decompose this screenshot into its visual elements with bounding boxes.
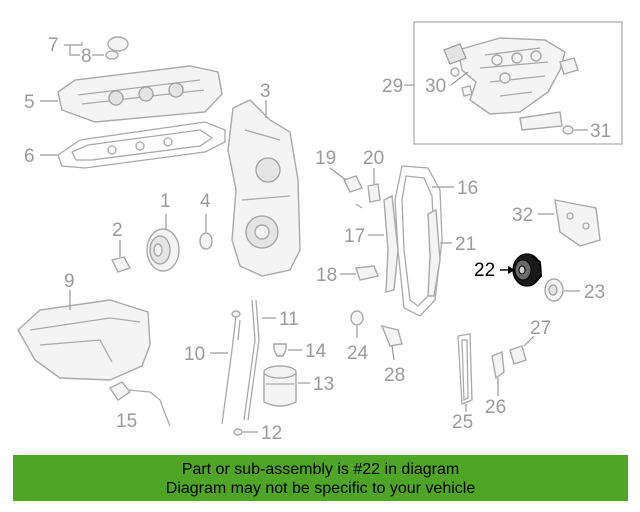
- idler-19-20-drawing: [329, 167, 381, 209]
- callout-32: 32: [512, 205, 533, 226]
- sensor-2-drawing: [110, 240, 132, 273]
- banner-line-part-number: Part or sub-assembly is #22 in diagram: [181, 461, 460, 478]
- oil-seal-drawing: [199, 214, 213, 250]
- dipstick-drawing: [210, 299, 276, 425]
- bracket-28-drawing: [380, 324, 403, 361]
- callout-8: 8: [81, 46, 92, 67]
- callout-22-arrow: [500, 266, 515, 274]
- callout-7: 7: [48, 35, 59, 56]
- parts-26-27-drawing: [491, 335, 535, 396]
- callout-labels: 1 2 3 4 5 6 7 8 9 10 11 12 13 14 15 16 1…: [24, 35, 611, 444]
- chain-guide-21-drawing: [427, 208, 452, 297]
- callout-11: 11: [279, 309, 299, 330]
- gasket-drawing: [40, 121, 226, 169]
- intake-manifold-drawing: [443, 37, 579, 131]
- bracket-32-drawing: [538, 199, 601, 247]
- oil-pan-drawing: [17, 290, 151, 381]
- callout-23: 23: [584, 282, 605, 303]
- sensor-15-drawing: [108, 381, 171, 427]
- callout-12: 12: [261, 423, 282, 444]
- gear-23-drawing: [544, 278, 580, 302]
- crank-pulley-drawing: [146, 214, 180, 272]
- callout-27: 27: [530, 318, 551, 339]
- callout-4: 4: [200, 191, 211, 212]
- oil-filter-drawing: [263, 365, 310, 407]
- washer-31-drawing: [562, 125, 588, 135]
- callout-20: 20: [363, 148, 384, 169]
- callout-24: 24: [347, 343, 369, 364]
- callout-5: 5: [24, 92, 35, 113]
- callout-25: 25: [452, 412, 473, 433]
- callout-17: 17: [344, 226, 365, 247]
- callout-3: 3: [260, 81, 271, 102]
- callout-22-highlighted: 22: [474, 260, 495, 281]
- drain-plug-drawing: [273, 343, 302, 357]
- belt-25-drawing: [457, 333, 473, 412]
- chain-guide-17-drawing: [368, 194, 399, 293]
- plug-24-drawing: [350, 310, 364, 338]
- callout-26: 26: [485, 397, 506, 418]
- callout-9: 9: [64, 271, 75, 292]
- callout-30: 30: [425, 76, 446, 97]
- timing-chain-drawing: [394, 165, 454, 317]
- highlighted-sprocket-22: [512, 253, 543, 287]
- head-cover-drawing: [40, 65, 223, 123]
- callout-6: 6: [24, 146, 35, 167]
- callout-29: 29: [382, 76, 403, 97]
- timing-cover-drawing: [227, 99, 301, 277]
- tensioner-18-drawing: [340, 265, 379, 281]
- intake-inset-frame: [413, 21, 623, 145]
- fitment-banner: Part or sub-assembly is #22 in diagram D…: [13, 455, 628, 501]
- callout-21: 21: [455, 234, 476, 255]
- banner-line-disclaimer: Diagram may not be specific to your vehi…: [165, 480, 476, 497]
- callout-31: 31: [590, 121, 611, 142]
- callout-28: 28: [384, 365, 405, 386]
- callout-13: 13: [313, 374, 334, 395]
- callout-14: 14: [305, 341, 327, 362]
- washer-12-drawing: [233, 428, 258, 436]
- callout-16: 16: [457, 178, 478, 199]
- callout-2: 2: [112, 220, 123, 241]
- oil-cap-drawing: [64, 36, 129, 60]
- callout-10: 10: [184, 344, 205, 365]
- callout-19: 19: [315, 148, 336, 169]
- callout-1: 1: [160, 191, 171, 212]
- callout-18: 18: [316, 265, 337, 286]
- callout-15: 15: [116, 411, 137, 432]
